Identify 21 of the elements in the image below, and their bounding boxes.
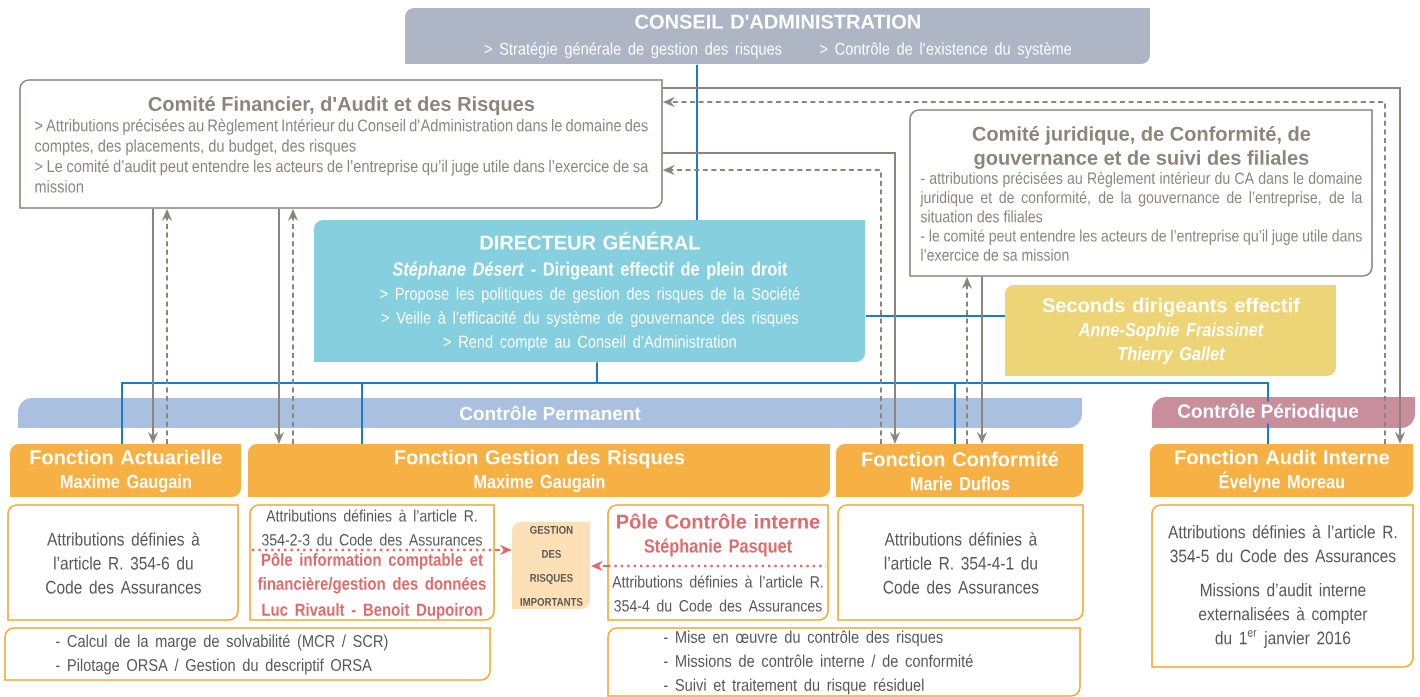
committee-box: Comité juridique, de Conformité, de gouvernance et de suivi des filiales - attributions précisées au Règlement intérieur du CA dans le domaine juridique et de conformité, de la gouvernance de l’entreprise, de la situation des filiales - le comité peut entendre les acteurs de l’entreprise qu’il juge utile dans l’exercice de sa mission (909, 109, 1373, 277)
attribution-box: Attributions définies à l’article R. 354-6 du Code des Assurances (7, 504, 239, 621)
task-box: - Mise en œuvre du contrôle des risques - Missions de contrôle interne / de conformité - Suivi et traitement du risque résiduel (607, 627, 1081, 697)
director-box: DIRECTEUR GÉNÉRAL Stéphane Désert - Dirigeant effectif de plein droit > Propose les politiques de gestion des risques de la Société > Veille à l’efficacité du système de gouvernance des risques > Rend compte au Conseil d’Administration (314, 220, 865, 362)
board-banner: CONSEIL D'ADMINISTRATION > Stratégie générale de gestion des risques > Contrôle de l'existence du système (405, 8, 1150, 64)
connector-line (696, 63, 698, 221)
connector-line (596, 361, 1269, 445)
function-header: Fonction Audit Interne Évelyne Moreau (1150, 444, 1413, 497)
attribution-box: Attributions définies à l’article R. 354-5 du Code des Assurances Missions d’audit interne externalisées à compter du 1$^{er}$ janvier 2016 (1151, 504, 1414, 668)
executive-box: Seconds dirigeants effectif Anne-Sophie Fraissinet Thierry Gallet (1005, 285, 1336, 376)
function-header: Fonction Gestion des Risques Maxime Gaugain (248, 444, 830, 497)
committee-box: Comité Financier, d'Audit et des Risques > Attributions précisées au Règlement Intérieur du Conseil d'Administration dans le domaine des comptes, des placements, du budget, des risques > Le comité d’audit peut entendre les acteurs de l’entreprise qu’il juge utile dans l’exercice de sa mission (19, 79, 663, 209)
band-label: Contrôle Périodique (1173, 401, 1363, 424)
task-box: - Calcul de la marge de solvabilité (MCR / SCR) - Pilotage ORSA / Gestion du descriptif ORSA (4, 627, 491, 681)
attribution-box: Attributions définies à l’article R. 354-2-3 du Code des Assurances Pôle information comptable et financière/gestion des données Luc Rivault - Benoit Dupoiron (249, 504, 495, 621)
function-header: Fonction Conformité Marie Duflos (836, 444, 1083, 497)
risk-badge: GESTION DES RISQUES IMPORTANTS (512, 522, 590, 609)
attribution-box: Attributions définies à l’article R. 354-4-1 du Code des Assurances (837, 504, 1084, 621)
connector-line (864, 315, 1006, 317)
function-header: Fonction Actuarielle Maxime Gaugain (10, 444, 241, 497)
attribution-box: Pôle Contrôle interne Stéphanie Pasquet Attributions définies à l’article R. 354-4 du Code des Assurances (607, 504, 829, 621)
